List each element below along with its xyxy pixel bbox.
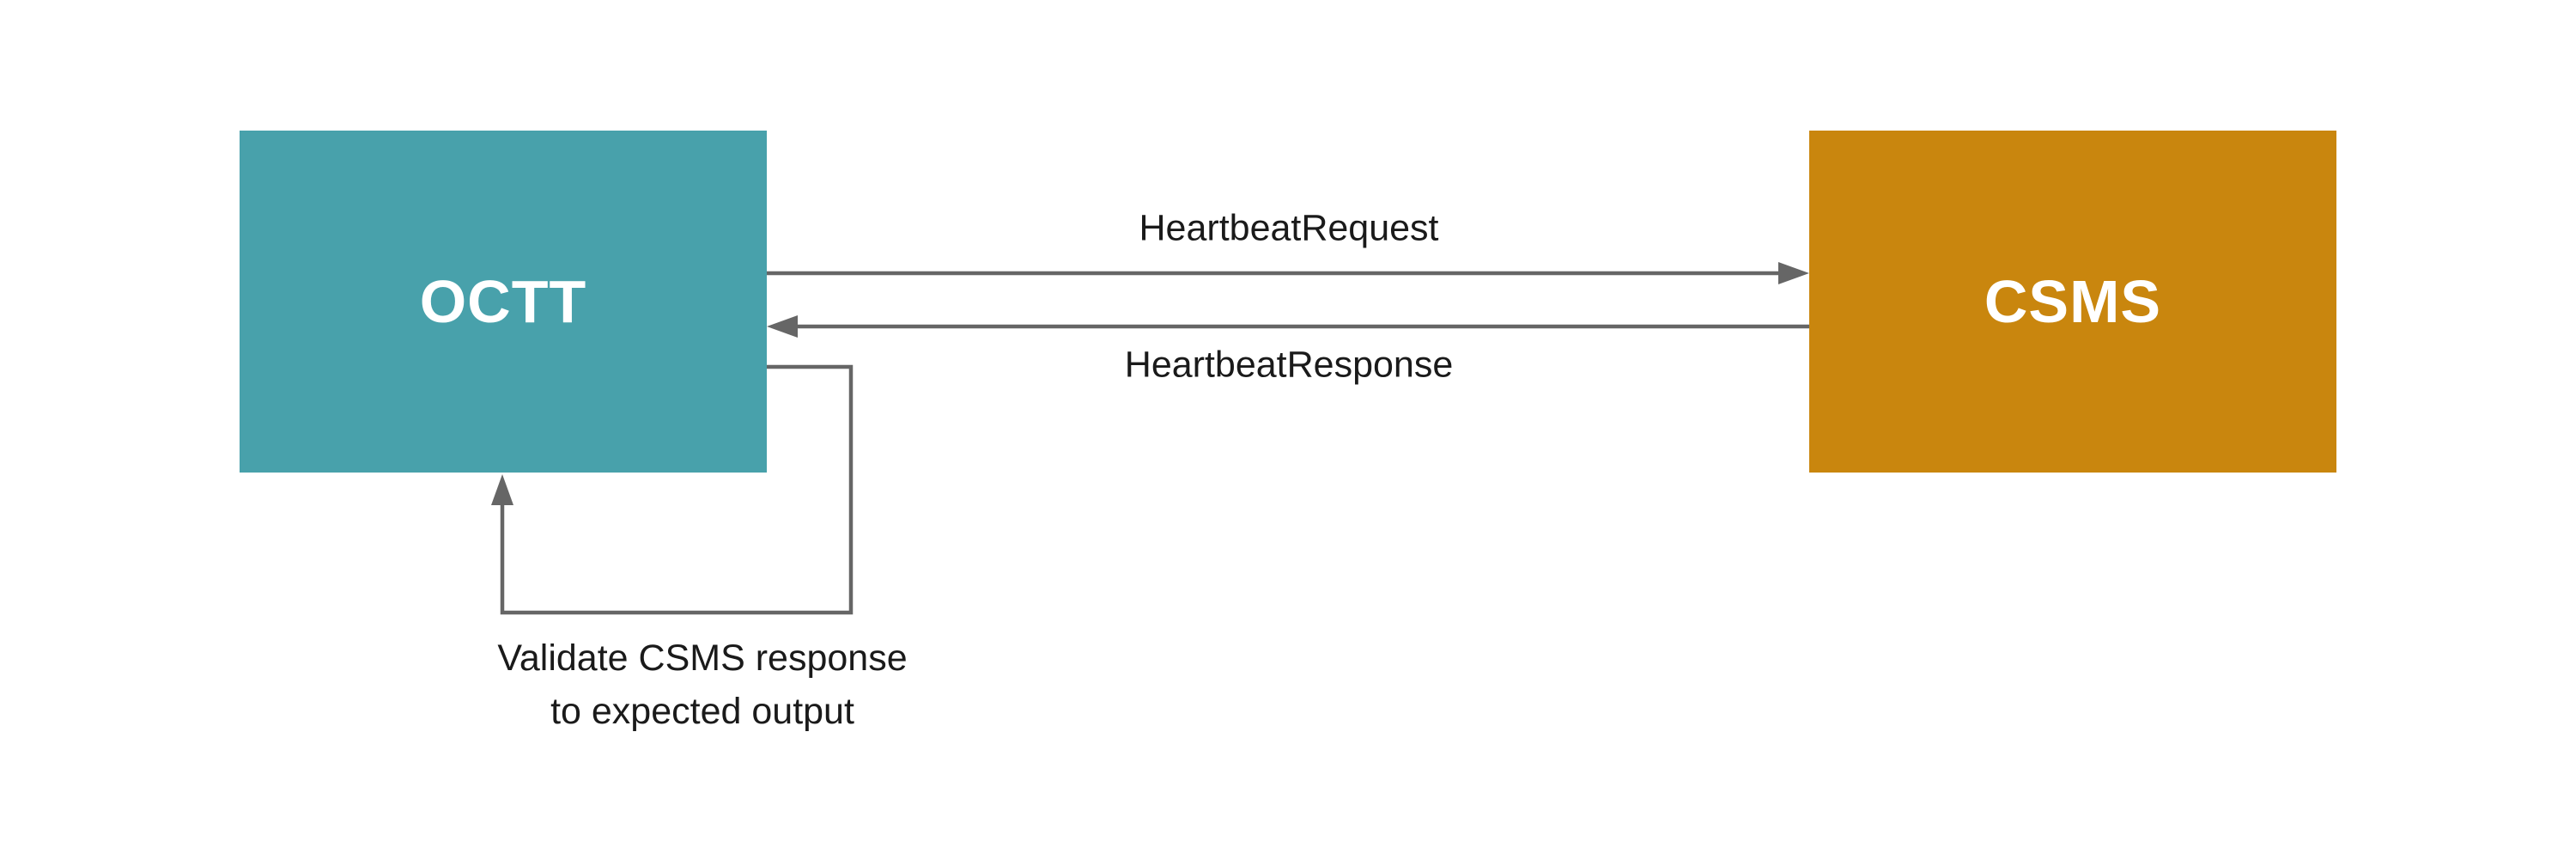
validate-loop-label: Validate CSMS response to expected outpu… xyxy=(497,631,907,738)
octt-box: OCTT xyxy=(240,131,767,473)
heartbeat-request-label: HeartbeatRequest xyxy=(1139,207,1439,249)
csms-box-label: CSMS xyxy=(1984,268,2162,335)
heartbeat-response-arrow xyxy=(767,315,1809,338)
heartbeat-response-label: HeartbeatResponse xyxy=(1124,344,1454,386)
validate-loop-label-line1: Validate CSMS response xyxy=(497,637,908,679)
validate-self-loop-arrow xyxy=(491,364,854,615)
csms-box: CSMS xyxy=(1809,131,2336,473)
octt-box-label: OCTT xyxy=(419,268,587,335)
heartbeat-request-arrow xyxy=(767,262,1809,284)
validate-loop-label-line2: to expected output xyxy=(550,691,854,732)
